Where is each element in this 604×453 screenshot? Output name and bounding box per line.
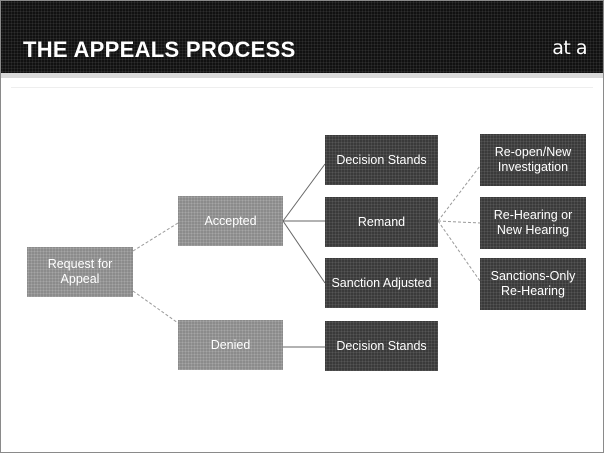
node-accepted: Accepted (178, 196, 283, 246)
page-title: THE APPEALS PROCESS (23, 37, 296, 62)
connector-remand-reopen (437, 165, 481, 222)
connector-request-denied (132, 290, 179, 324)
content-rule (11, 87, 593, 88)
node-sanction-adjusted: Sanction Adjusted (325, 258, 438, 308)
header-bar: THE APPEALS PROCESS at a (1, 1, 603, 73)
header-divider (1, 73, 603, 78)
connector-request-accepted (132, 222, 179, 252)
node-reopen-investigation: Re-open/New Investigation (480, 134, 586, 186)
node-rehearing: Re-Hearing or New Hearing (480, 197, 586, 249)
connector-accepted-sanction (282, 220, 326, 284)
node-sanctions-only-rehearing: Sanctions-Only Re-Hearing (480, 258, 586, 310)
node-decision-stands: Decision Stands (325, 135, 438, 185)
connector-remand-sanctions (437, 220, 481, 282)
connector-accepted-decision (282, 163, 326, 222)
node-request-for-appeal: Request for Appeal (27, 247, 133, 297)
atixa-logo: at a (552, 37, 587, 59)
node-denied: Denied (178, 320, 283, 370)
connector-remand-rehearing (437, 220, 481, 224)
node-denied-decision-stands: Decision Stands (325, 321, 438, 371)
node-remand: Remand (325, 197, 438, 247)
